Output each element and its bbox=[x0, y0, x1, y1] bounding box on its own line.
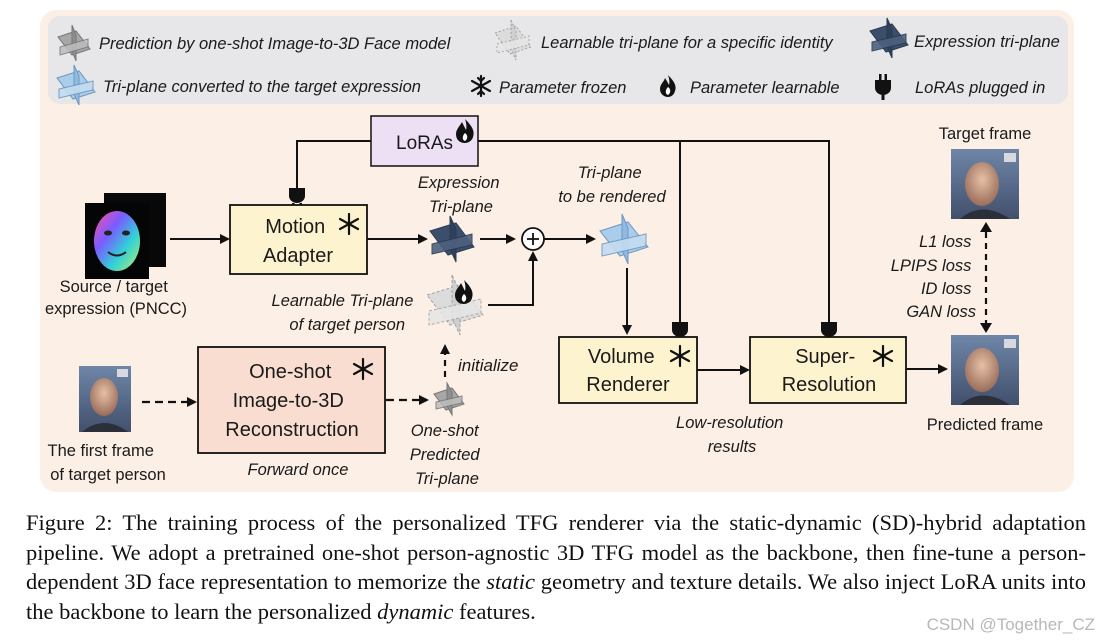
learnable-plane-icon bbox=[494, 19, 532, 61]
volume-renderer-label-1: Volume bbox=[588, 346, 655, 368]
recon-label-3: Reconstruction bbox=[225, 419, 358, 441]
volume-renderer-node: Volume Renderer bbox=[558, 336, 698, 404]
legend-prediction: Prediction by one-shot Image-to-3D Face … bbox=[99, 35, 452, 53]
expression-plane-icon bbox=[869, 17, 909, 59]
converted-plane-icon bbox=[56, 64, 96, 106]
arrow-learnable-to-sum bbox=[488, 251, 538, 306]
loras-node: LoRAs bbox=[370, 115, 479, 167]
pncc-image bbox=[85, 193, 166, 279]
prediction-plane-icon bbox=[57, 24, 91, 62]
legend-lora-plugged: LoRAs plugged in bbox=[915, 79, 1045, 97]
motion-adapter-label-1: Motion bbox=[265, 216, 325, 238]
super-resolution-label-1: Super- bbox=[795, 346, 855, 368]
source-target-label: Source / target expression (PNCC) bbox=[45, 278, 187, 318]
super-resolution-label-2: Resolution bbox=[782, 374, 877, 396]
plug-icon bbox=[875, 74, 891, 100]
loras-label: LoRAs bbox=[396, 133, 453, 154]
super-resolution-node: Super- Resolution bbox=[749, 336, 907, 404]
sum-node bbox=[521, 227, 545, 251]
legend-expression: Expression tri-plane bbox=[914, 33, 1060, 51]
legend-frozen: Parameter frozen bbox=[499, 79, 626, 97]
pipeline-figure: Prediction by one-shot Image-to-3D Face … bbox=[40, 10, 1074, 492]
volume-renderer-label-2: Renderer bbox=[586, 374, 670, 396]
recon-label-2: Image-to-3D bbox=[233, 390, 344, 412]
forward-once-label: Forward once bbox=[248, 461, 349, 479]
predicted-triplane-label: One-shot Predicted Tri-plane bbox=[410, 422, 484, 488]
triplane-rendered-icon bbox=[599, 213, 649, 265]
one-shot-recon-node: One-shot Image-to-3D Reconstruction bbox=[197, 346, 386, 454]
loss-arrow bbox=[980, 222, 992, 333]
svg-text:One-shot Image-to-3D: One-shot Image-to-3D Reconstruction bbox=[225, 361, 358, 441]
legend: Prediction by one-shot Image-to-3D Face … bbox=[48, 16, 1068, 106]
watermark: CSDN @Together_CZ bbox=[926, 615, 1095, 634]
svg-text:Super- Resolution: Super- Resolution bbox=[782, 346, 877, 396]
target-frame-image bbox=[951, 149, 1019, 219]
predicted-frame-label: Predicted frame bbox=[927, 416, 1043, 434]
learnable-flame-icon bbox=[455, 280, 473, 304]
svg-text:Volume Renderer: Volume Renderer bbox=[586, 346, 670, 396]
expression-triplane-icon bbox=[429, 215, 475, 263]
figure-caption: Figure 2: The training process of the pe… bbox=[26, 510, 1086, 624]
recon-snowflake-icon bbox=[352, 357, 374, 381]
motion-adapter-label-2: Adapter bbox=[263, 245, 333, 267]
recon-label-1: One-shot bbox=[249, 361, 332, 383]
first-frame-image bbox=[79, 366, 131, 432]
super-resolution-snowflake-icon bbox=[872, 344, 894, 368]
low-res-label: Low-resolution results bbox=[676, 414, 788, 456]
initialize-label: initialize bbox=[458, 356, 518, 375]
legend-learnable-param: Parameter learnable bbox=[690, 79, 840, 97]
lora-flame-icon bbox=[456, 119, 474, 143]
expression-triplane-label: Expression Tri-plane bbox=[418, 174, 504, 216]
learnable-triplane-label: Learnable Tri-plane of target person bbox=[272, 292, 418, 334]
legend-converted: Tri-plane converted to the target expres… bbox=[103, 78, 421, 96]
predicted-triplane-icon bbox=[433, 381, 465, 417]
svg-text:Motion Adapter: Motion Adapter bbox=[263, 216, 333, 267]
lora-wires bbox=[296, 140, 830, 323]
motion-adapter-node: Motion Adapter bbox=[229, 204, 368, 275]
legend-learnable: Learnable tri-plane for a specific ident… bbox=[541, 34, 834, 52]
volume-renderer-snowflake-icon bbox=[669, 344, 691, 368]
snowflake-icon bbox=[470, 74, 492, 98]
losses-label: L1 loss LPIPS loss ID loss GAN loss bbox=[891, 233, 976, 321]
motion-adapter-snowflake-icon bbox=[338, 212, 360, 236]
flame-icon bbox=[660, 75, 676, 97]
first-frame-label: The first frame of target person bbox=[48, 442, 166, 484]
target-frame-label: Target frame bbox=[939, 125, 1032, 143]
triplane-rendered-label: Tri-plane to be rendered bbox=[558, 164, 666, 206]
predicted-frame-image bbox=[951, 335, 1019, 405]
